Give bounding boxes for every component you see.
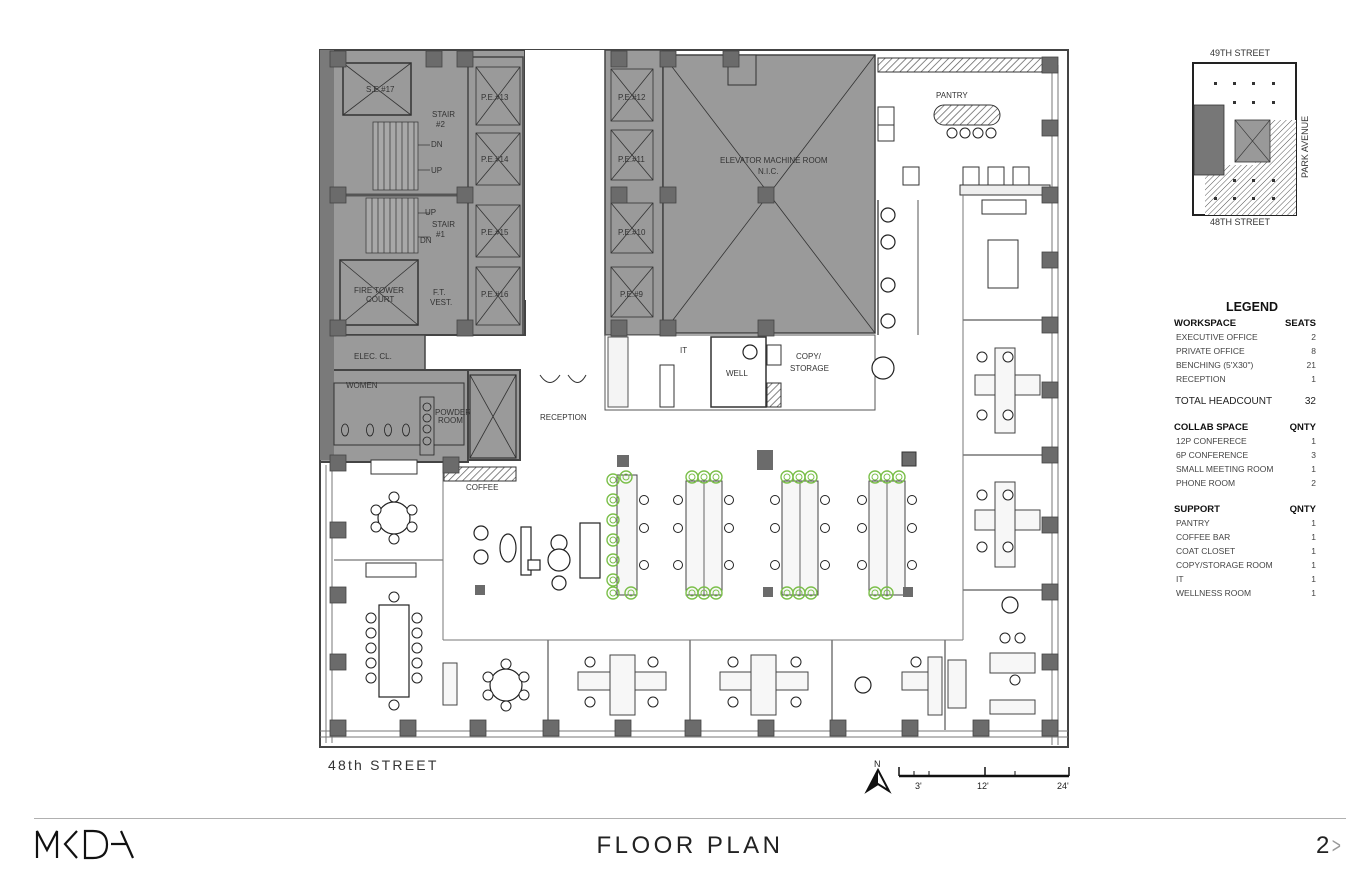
svg-text:#1: #1 (436, 230, 445, 239)
key-plan: 49TH STREET 48TH STREET PARK AVENUE (1180, 45, 1320, 235)
svg-text:N: N (874, 759, 881, 769)
svg-text:VEST.: VEST. (430, 298, 452, 307)
svg-text:P.E.#15: P.E.#15 (481, 228, 509, 237)
svg-text:24': 24' (1057, 781, 1069, 791)
svg-text:ELEVATOR MACHINE ROOM: ELEVATOR MACHINE ROOM (720, 156, 828, 165)
svg-text:COURT: COURT (366, 295, 394, 304)
svg-text:P.E.#10: P.E.#10 (618, 228, 646, 237)
svg-text:RECEPTION: RECEPTION (540, 413, 587, 422)
legend-row: BENCHING (5'X30")21 (1176, 360, 1316, 370)
svg-text:F.T.: F.T. (433, 288, 445, 297)
legend-title: LEGEND (1225, 300, 1279, 314)
svg-text:ELEC. CL.: ELEC. CL. (354, 352, 392, 361)
keyplan-bottom-street: 48TH STREET (1210, 217, 1271, 227)
svg-text:#2: #2 (436, 120, 445, 129)
svg-text:ROOM: ROOM (438, 416, 463, 425)
svg-text:DN: DN (431, 140, 443, 149)
svg-text:P.E.#12: P.E.#12 (618, 93, 646, 102)
svg-text:FIRE TOWER: FIRE TOWER (354, 286, 404, 295)
svg-text:P.E.#9: P.E.#9 (620, 290, 644, 299)
street-label-48th: 48th STREET (328, 757, 439, 773)
page-number[interactable]: 2> (1316, 832, 1342, 859)
svg-text:12': 12' (977, 781, 989, 791)
north-arrow-icon: N (864, 759, 892, 794)
svg-text:P.E.#16: P.E.#16 (481, 290, 509, 299)
svg-text:DN: DN (420, 236, 432, 245)
svg-text:IT: IT (680, 346, 687, 355)
svg-text:P.E.#13: P.E.#13 (481, 93, 509, 102)
svg-text:PANTRY: PANTRY (936, 91, 968, 100)
keyplan-top-street: 49TH STREET (1210, 48, 1271, 58)
svg-text:WELL: WELL (726, 369, 748, 378)
stair2-label: STAIR (432, 110, 455, 119)
svg-text:N.I.C.: N.I.C. (758, 167, 778, 176)
mkda-logo: MKDA (35, 829, 135, 860)
svg-text:P.E.#11: P.E.#11 (618, 155, 645, 164)
benching-clusters (616, 474, 906, 596)
svg-text:WOMEN: WOMEN (346, 381, 378, 390)
footer-divider (34, 818, 1346, 819)
page-title: FLOOR PLAN (596, 832, 784, 859)
room-label-se17: S.E.#17 (366, 85, 395, 94)
svg-text:P.E.#14: P.E.#14 (481, 155, 509, 164)
chevron-right-icon[interactable]: > (1332, 833, 1342, 858)
svg-text:COPY/: COPY/ (796, 352, 822, 361)
keyplan-side-street: PARK AVENUE (1300, 116, 1310, 178)
floor-plan: S.E.#17 STAIR #2 DN UP UP STAIR #1 DN FI… (318, 45, 1078, 755)
svg-text:POWDER: POWDER (435, 408, 471, 417)
svg-text:UP: UP (425, 208, 436, 217)
svg-text:COFFEE: COFFEE (466, 483, 498, 492)
svg-text:3': 3' (915, 781, 922, 791)
svg-text:STORAGE: STORAGE (790, 364, 829, 373)
svg-text:UP: UP (431, 166, 442, 175)
svg-text:STAIR: STAIR (432, 220, 455, 229)
scale-bar: 3' 12' 24' (898, 767, 1070, 791)
